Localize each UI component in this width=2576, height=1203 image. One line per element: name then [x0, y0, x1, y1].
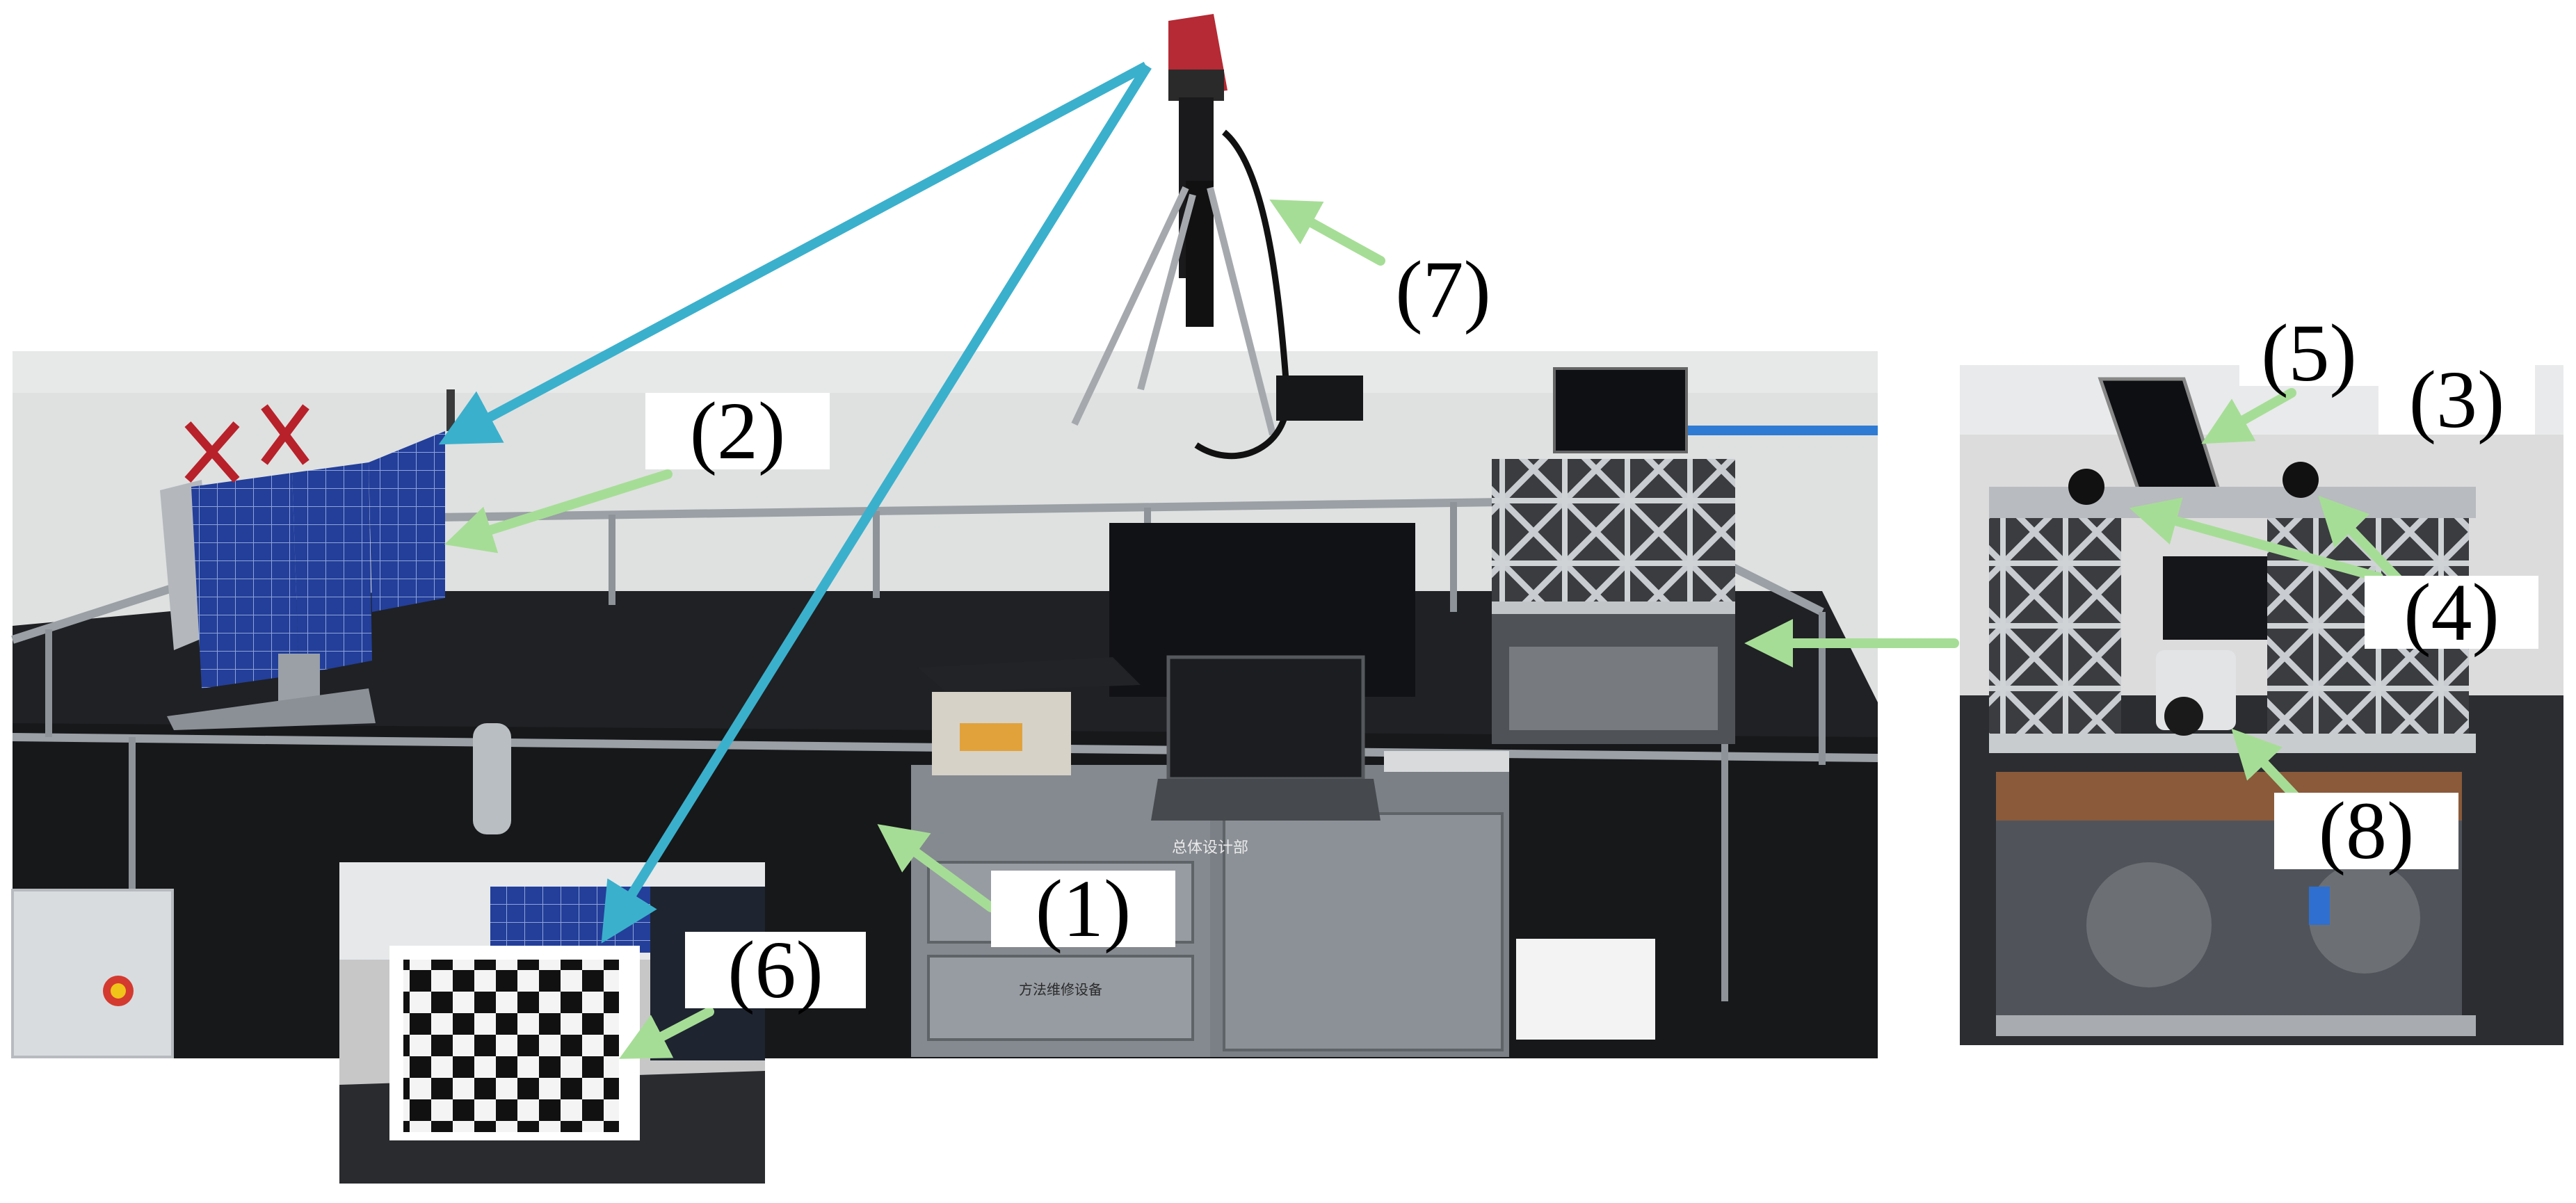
arrow-tracker-to-calibration-board [601, 63, 1152, 944]
workstation: 总体设计部 方法维修设备 [911, 523, 1509, 1057]
desk-sign: 总体设计部 [1172, 839, 1248, 857]
solar-array [160, 389, 455, 730]
label-3: (3) [2378, 359, 2535, 441]
pointer-4b [2318, 495, 2408, 589]
measurement-arrows [438, 61, 1152, 944]
simulator-closeup-inset [1960, 365, 2563, 1045]
pointer-5 [2201, 388, 2296, 444]
label-8: (8) [2274, 790, 2458, 872]
label-7: (7) [1395, 244, 1491, 335]
lab-panorama: 总体设计部 方法维修设备 [11, 351, 1878, 1058]
label-4: (4) [2365, 571, 2538, 653]
drawer-sign: 方法维修设备 [1019, 981, 1102, 998]
pointer-6 [619, 1007, 714, 1059]
pointer-8 [2231, 728, 2303, 805]
pointer-4a [2129, 497, 2383, 582]
label-2: (2) [645, 390, 830, 472]
arrow-tracker-to-solar-panel [438, 61, 1149, 445]
calibration-board-inset [339, 862, 765, 1184]
pointer-2 [444, 469, 673, 554]
pointer-7 [1269, 199, 1385, 266]
label-pointers [444, 199, 2408, 1059]
label-1: (1) [991, 868, 1175, 950]
label-6: (6) [685, 929, 866, 1011]
label-5: (5) [2239, 312, 2378, 394]
spacecraft-simulator-main [1492, 367, 1735, 744]
laser-tracker [1071, 14, 1363, 460]
pointer-1 [877, 824, 996, 912]
